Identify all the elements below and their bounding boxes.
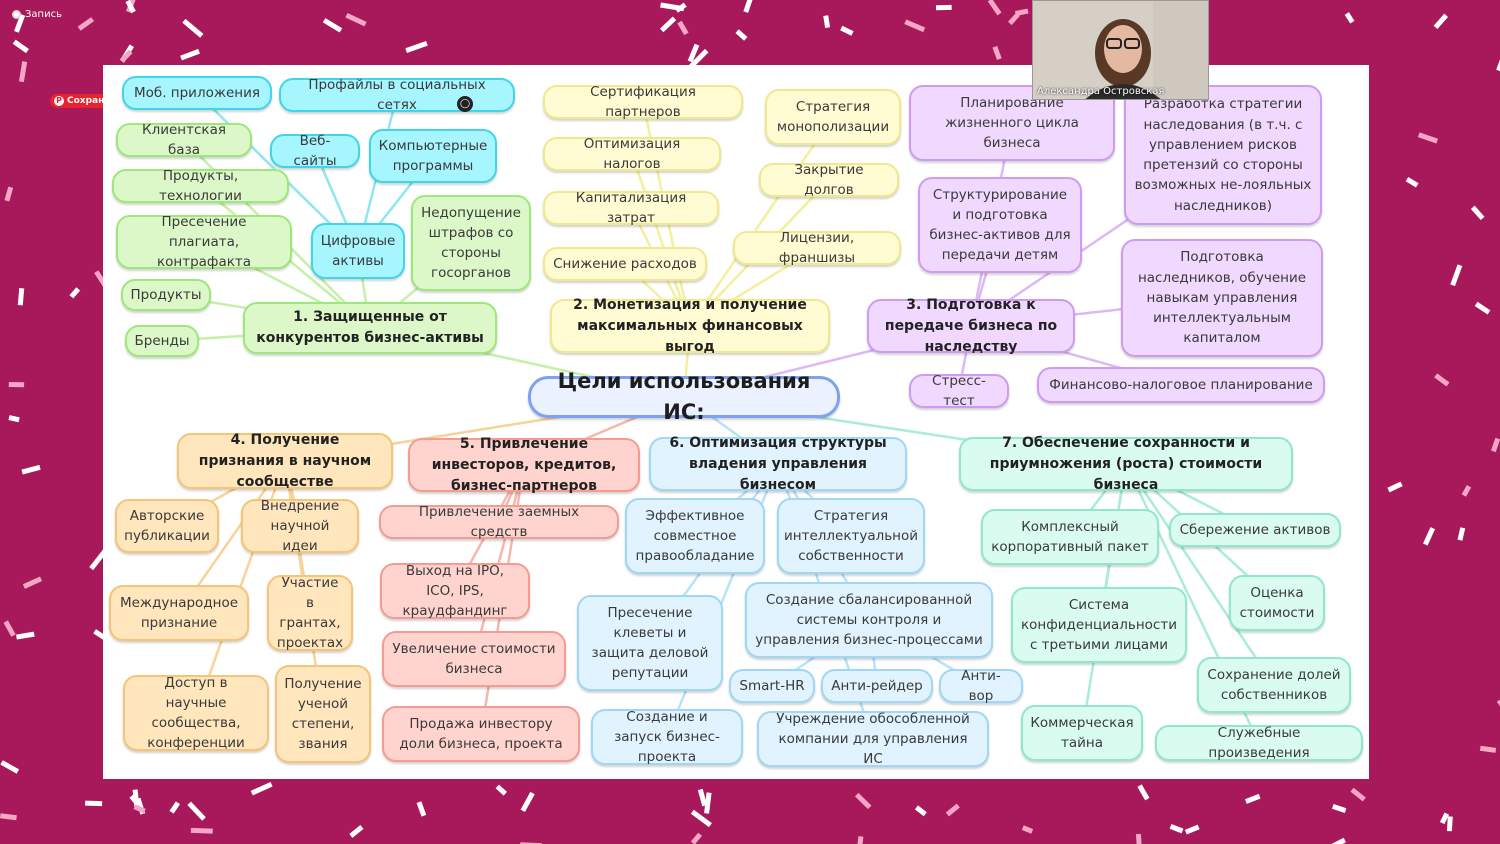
node-stress-test: Стресс-тест bbox=[909, 373, 1009, 409]
node-products: Продукты bbox=[121, 279, 211, 311]
node-corporate-package: Комплексный корпоративный пакет bbox=[981, 509, 1159, 565]
node-heirs-training: Подготовка наследников, обучение навыкам… bbox=[1121, 239, 1323, 357]
node-international-recognition: Международное признание bbox=[109, 585, 249, 641]
node-computer-programs: Компьютерные программы bbox=[369, 129, 497, 183]
node-ipo: Выход на IPO, ICO, IPS, краудфандинг bbox=[380, 563, 530, 619]
presenter-name: Александра Островская bbox=[1037, 86, 1165, 97]
node-joint-ownership: Эффективное совместное правообладание bbox=[625, 498, 765, 574]
node-academic-degree: Получение ученой степени, звания bbox=[275, 665, 371, 763]
node-owner-shares: Сохранение долей собственников bbox=[1197, 657, 1351, 713]
branch-2: 2. Монетизация и получение максимальных … bbox=[550, 297, 830, 355]
recording-label: Запись bbox=[25, 9, 62, 20]
node-debt-closing: Закрытие долгов bbox=[759, 162, 899, 198]
node-social-profiles: Профайлы в социальных сетях bbox=[279, 77, 515, 113]
node-tax-optimization: Оптимизация налогов bbox=[543, 136, 721, 172]
record-icon bbox=[12, 10, 21, 19]
branch-7: 7. Обеспечение сохранности и приумножени… bbox=[959, 435, 1293, 493]
presentation-slide: Цели использования ИС: 1. Защищенные от … bbox=[103, 65, 1369, 779]
cursor-icon: ◯ bbox=[457, 96, 473, 112]
node-brands: Бренды bbox=[125, 325, 199, 357]
node-products-tech: Продукты, технологии bbox=[112, 168, 289, 204]
node-science-access: Доступ в научные сообщества, конференции bbox=[123, 675, 269, 751]
branch-3: 3. Подготовка к передаче бизнеса по насл… bbox=[867, 297, 1075, 355]
node-anti-raider: Анти-рейдер bbox=[821, 669, 933, 703]
node-borrowed-funds: Привлечение заемных средств bbox=[379, 504, 619, 540]
node-licenses: Лицензии, франшизы bbox=[733, 230, 901, 266]
webcam-video: Александра Островская bbox=[1032, 0, 1209, 100]
node-cost-reduction: Снижение расходов bbox=[543, 247, 707, 281]
branch-5: 5. Привлечение инвесторов, кредитов, биз… bbox=[408, 436, 640, 494]
node-plagiarism: Пресечение плагиата, контрафакта bbox=[116, 214, 292, 270]
node-mobile-apps: Моб. приложения bbox=[122, 76, 272, 110]
mindmap-center: Цели использования ИС: bbox=[528, 369, 840, 424]
save-button-label: Сохранить bbox=[67, 96, 122, 106]
node-valuation: Оценка стоимости bbox=[1229, 575, 1325, 631]
node-project-launch: Создание и запуск бизнес-проекта bbox=[591, 709, 743, 765]
node-control-system: Создание сбалансированной системы контро… bbox=[745, 582, 993, 658]
node-digital-assets: Цифровые активы bbox=[311, 223, 405, 279]
node-client-base: Клиентская база bbox=[116, 122, 252, 158]
presenter-image bbox=[1033, 1, 1208, 99]
node-asset-structuring: Структурирование и подготовка бизнес-акт… bbox=[918, 177, 1082, 273]
node-trade-secret: Коммерческая тайна bbox=[1021, 705, 1143, 761]
node-business-value: Увеличение стоимости бизнеса bbox=[382, 631, 566, 687]
node-websites: Веб-сайты bbox=[270, 133, 360, 169]
node-libel-protection: Пресечение клеветы и защита деловой репу… bbox=[577, 595, 723, 691]
node-financial-planning: Финансово-налоговое планирование bbox=[1037, 367, 1325, 403]
node-ip-strategy: Стратегия интеллектуальной собственности bbox=[777, 498, 925, 574]
node-partner-certification: Сертификация партнеров bbox=[543, 84, 743, 120]
branch-6: 6. Оптимизация структуры владения управл… bbox=[649, 435, 907, 493]
pinterest-icon: P bbox=[54, 96, 64, 106]
node-asset-saving: Сбережение активов bbox=[1169, 513, 1341, 547]
node-service-works: Служебные произведения bbox=[1155, 725, 1363, 761]
node-lifecycle-planning: Планирование жизненного цикла бизнеса bbox=[909, 85, 1115, 161]
node-confidentiality: Система конфиденциальности с третьими ли… bbox=[1011, 587, 1187, 663]
node-smart-hr: Smart-HR bbox=[729, 669, 815, 703]
node-monopoly-strategy: Стратегия монополизации bbox=[765, 89, 901, 145]
branch-4: 4. Получение признания в научном сообщес… bbox=[177, 432, 393, 490]
node-publications: Авторские публикации bbox=[115, 499, 219, 553]
node-idea-implementation: Внедрение научной идеи bbox=[241, 498, 359, 554]
node-fines: Недопущение штрафов со стороны госоргано… bbox=[411, 195, 531, 291]
node-inheritance-strategy: Разработка стратегии наследования (в т.ч… bbox=[1124, 85, 1322, 225]
recording-indicator: Запись bbox=[12, 9, 62, 20]
node-separate-company: Учреждение обособленной компании для упр… bbox=[757, 711, 989, 767]
node-grants: Участие в грантах, проектах bbox=[267, 575, 353, 651]
node-share-sale: Продажа инвестору доли бизнеса, проекта bbox=[382, 706, 580, 762]
branch-1: 1. Защищенные от конкурентов бизнес-акти… bbox=[243, 302, 497, 354]
node-cost-capitalization: Капитализация затрат bbox=[543, 190, 719, 226]
node-anti-thief: Анти-вор bbox=[939, 668, 1023, 704]
